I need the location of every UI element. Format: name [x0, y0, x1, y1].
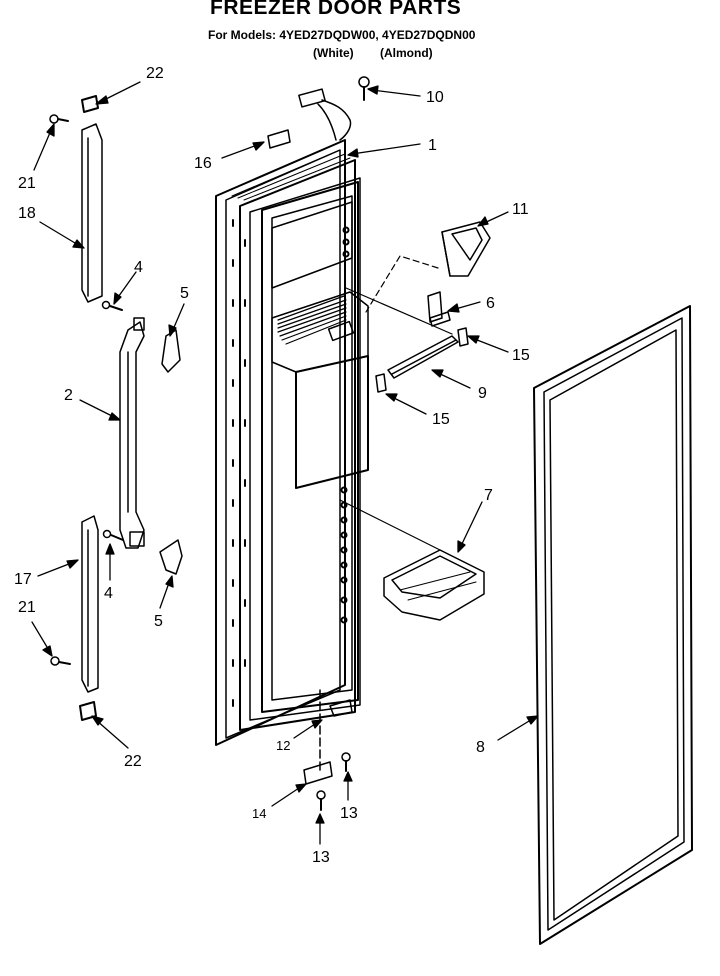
callout-5-bottom: 5	[154, 613, 163, 630]
bottom-hinge-parts	[303, 689, 353, 811]
door-gasket	[533, 305, 693, 945]
callout-4-top: 4	[134, 259, 143, 276]
callout-22-top: 22	[146, 65, 164, 82]
callout-1: 1	[428, 137, 437, 154]
model-subtitle: For Models: 4YED27DQDW00, 4YED27DQDN00	[208, 28, 476, 42]
callout-18: 18	[18, 205, 36, 222]
wire-harness	[298, 76, 370, 141]
left-trim-and-hinges	[49, 95, 183, 721]
label-plate	[267, 129, 291, 149]
color-label-almond: (Almond)	[380, 46, 433, 60]
callout-22-bottom: 22	[124, 753, 142, 770]
color-label-white: (White)	[313, 46, 354, 60]
callout-15-right: 15	[512, 347, 530, 364]
callout-13-bottom: 13	[312, 849, 330, 866]
callout-13-right: 13	[340, 805, 358, 822]
callout-12: 12	[276, 738, 290, 753]
callout-17: 17	[14, 571, 32, 588]
callout-2: 2	[64, 387, 73, 404]
callout-10: 10	[426, 89, 444, 106]
page-title: FREEZER DOOR PARTS	[210, 0, 462, 19]
callout-7: 7	[484, 487, 493, 504]
callout-21-top: 21	[18, 175, 36, 192]
callout-6: 6	[486, 295, 495, 312]
callout-21-bottom: 21	[18, 599, 36, 616]
callout-9: 9	[478, 385, 487, 402]
callout-15-lower: 15	[432, 411, 450, 428]
callout-14: 14	[252, 806, 266, 821]
callout-labels: 22 21 18 4 5 2 4 5 17 21 22 16 1 10 11 6…	[14, 65, 530, 866]
callout-arrows	[31, 81, 539, 845]
callout-16: 16	[194, 155, 212, 172]
freezer-door-assembly	[215, 139, 369, 746]
callout-11: 11	[512, 201, 529, 218]
callout-8: 8	[476, 739, 485, 756]
callout-4-bottom: 4	[104, 585, 113, 602]
callout-5-top: 5	[180, 285, 189, 302]
title-block: FREEZER DOOR PARTS For Models: 4YED27DQD…	[0, 0, 720, 70]
dispenser-parts	[339, 221, 491, 621]
